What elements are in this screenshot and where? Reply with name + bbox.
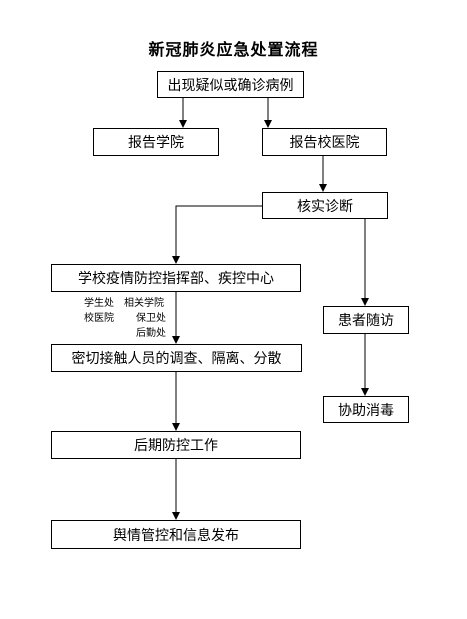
department-student-office: 学生处 [84, 298, 114, 309]
department-school-hospital: 校医院 [84, 313, 114, 324]
department-logistics-office: 后勤处 [136, 328, 166, 339]
node-start: 出现疑似或确诊病例 [157, 71, 304, 98]
node-opinion-label: 舆情管控和信息发布 [113, 527, 239, 544]
node-command-label: 学校疫情防控指挥部、疾控中心 [78, 271, 274, 287]
node-report-hospital-label: 报告校医院 [289, 135, 360, 151]
node-verify-label: 核实诊断 [297, 198, 353, 215]
node-investigate: 密切接触人员的调查、隔离、分散 [51, 344, 302, 372]
node-followup-label: 患者随访 [338, 313, 394, 329]
node-report-school: 报告学院 [93, 128, 219, 156]
node-investigate-label: 密切接触人员的调查、隔离、分散 [71, 351, 282, 367]
node-verify: 核实诊断 [262, 192, 388, 219]
node-opinion: 舆情管控和信息发布 [51, 520, 301, 549]
node-prevention-label: 后期防控工作 [134, 438, 218, 454]
page-title: 新冠肺炎应急处置流程 [148, 40, 319, 59]
node-start-label: 出现疑似或确诊病例 [167, 77, 294, 94]
node-report-school-label: 报告学院 [128, 135, 184, 151]
node-prevention: 后期防控工作 [51, 431, 301, 459]
arrow-verify-to-command [172, 205, 262, 264]
node-report-hospital: 报告校医院 [262, 128, 387, 156]
node-followup: 患者随访 [323, 306, 409, 334]
department-security-office: 保卫处 [136, 313, 166, 324]
node-assist: 协助消毒 [323, 396, 409, 423]
node-command: 学校疫情防控指挥部、疾控中心 [51, 264, 301, 292]
department-related-college: 相关学院 [124, 298, 164, 309]
node-assist-label: 协助消毒 [338, 402, 394, 419]
